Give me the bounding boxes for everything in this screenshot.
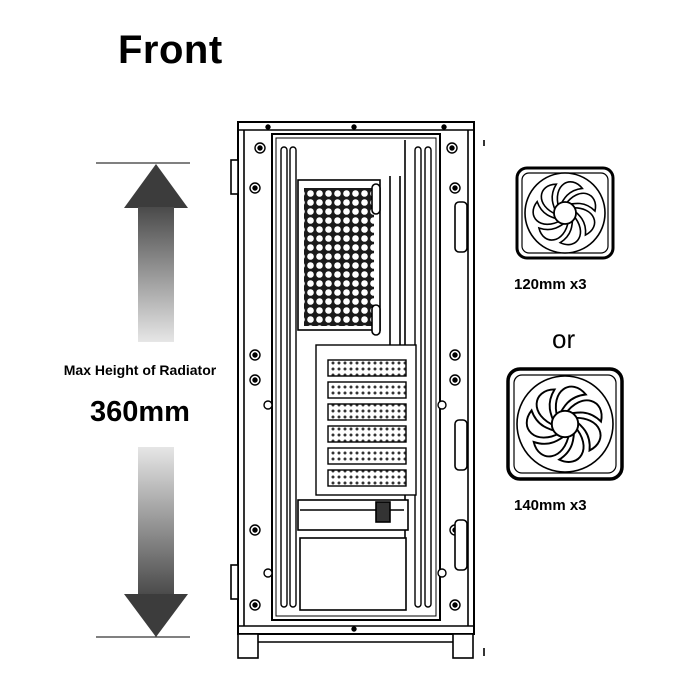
fan-140-icon xyxy=(506,367,624,481)
radiator-label: Max Height of Radiator xyxy=(63,362,217,378)
or-separator: or xyxy=(552,324,576,354)
radiator-max-height: 360mm xyxy=(90,396,190,428)
fan-140-label: 140mm x3 xyxy=(514,497,587,514)
fan-120-label: 120mm x3 xyxy=(514,276,587,293)
double-arrow-icon xyxy=(96,162,190,638)
pc-case-front-icon xyxy=(230,121,485,659)
fan-120-icon xyxy=(515,166,615,260)
title: Front xyxy=(118,28,223,72)
